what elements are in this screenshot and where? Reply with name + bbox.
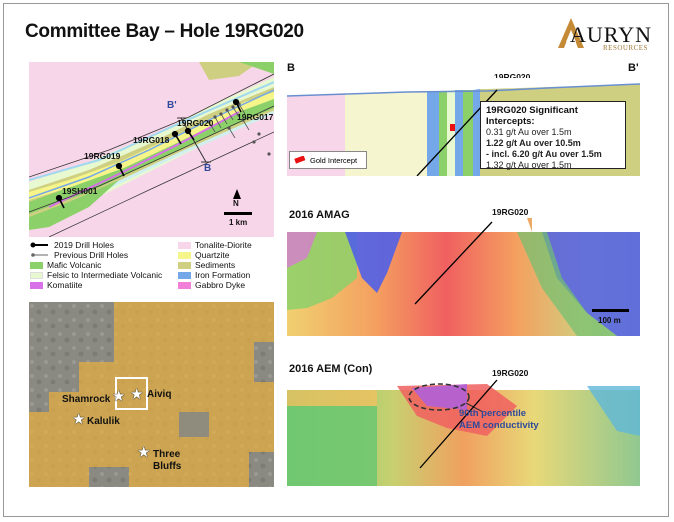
site-star-icon: ★ (137, 444, 151, 461)
legend-swatch (178, 281, 191, 289)
intercept-line: 1.22 g/t Au over 10.5m (486, 138, 581, 148)
aem-note-line2: AEM conductivity (459, 420, 539, 431)
amag-section: 100 m (287, 218, 640, 336)
map-legend: 2019 Drill Holes Previous Drill Holes Ma… (28, 240, 278, 300)
legend-label: Gabbro Dyke (195, 280, 246, 290)
hole-label-19sh001: 19SH001 (62, 186, 98, 196)
hole-label-19rg019: 19RG019 (84, 151, 121, 161)
site-label-three: Three (153, 449, 181, 460)
aem-drawing (287, 376, 640, 486)
legend-label: Sediments (195, 260, 236, 270)
aem-label: 2016 AEM (Con) (289, 363, 373, 375)
legend-item: Quartzite (178, 250, 230, 260)
previous-hole-icon (31, 253, 48, 257)
logo-word: AURYN (570, 22, 653, 47)
legend-item: Iron Formation (178, 270, 250, 280)
north-label: N (233, 199, 239, 208)
legend-item: Previous Drill Holes (30, 250, 128, 260)
legend-swatch (178, 251, 191, 259)
legend-item: Mafic Volcanic (30, 260, 101, 270)
legend-swatch (178, 271, 191, 279)
north-arrow-icon (233, 189, 241, 199)
gold-intercept-key: Gold Intercept (289, 151, 367, 169)
geology-map-drawing (29, 62, 274, 237)
intercept-line: 0.31 g/t Au over 1.5m (486, 127, 572, 137)
logo-mark-icon (558, 18, 584, 48)
legend-swatch (30, 271, 43, 279)
aem-section: 90th percentile AEM conductivity (287, 376, 640, 486)
amag-hole-label: 19RG020 (492, 207, 529, 217)
intercepts-heading: 19RG020 Significant Intercepts: (486, 105, 578, 127)
legend-swatch (30, 281, 43, 289)
legend-label: Komatiite (47, 280, 83, 290)
cross-section-hole-label: 19RG020 (494, 72, 531, 82)
slide-frame (3, 3, 669, 517)
gold-intercept-label: Gold Intercept (310, 155, 358, 165)
hole-label-19rg020: 19RG020 (177, 118, 214, 128)
intercept-line: 1.32 g/t Au over 1.5m (486, 160, 572, 170)
site-label-shamrock: Shamrock (62, 394, 111, 405)
site-label-bluffs: Bluffs (153, 461, 182, 472)
logo-subtext: RESOURCES (603, 44, 648, 52)
legend-item: Komatiite (30, 280, 82, 290)
section-end-b: B (287, 62, 295, 74)
legend-item: Sediments (178, 260, 235, 270)
site-star-icon: ★ (112, 388, 126, 405)
site-label-kalulik: Kalulik (87, 416, 120, 427)
site-label-aiviq: Aiviq (147, 389, 172, 400)
legend-swatch (178, 261, 191, 269)
legend-swatch (30, 261, 43, 269)
company-logo: AURYN RESOURCES (556, 12, 652, 54)
aem-note-line1: 90th percentile (459, 408, 527, 419)
map-scale-label: 1 km (229, 218, 248, 227)
gold-intercept-icon (294, 156, 306, 164)
legend-label: 2019 Drill Holes (54, 240, 114, 250)
intercepts-box: 19RG020 Significant Intercepts: 0.31 g/t… (480, 101, 626, 170)
site-star-icon: ★ (72, 411, 86, 428)
intercept-line: - incl. 6.20 g/t Au over 1.5m (486, 149, 602, 159)
section-end-b-prime: B' (628, 62, 639, 74)
location-map: ★ ★ ★ ★ Shamrock Aiviq Kalulik Three Blu… (29, 302, 274, 487)
location-map-drawing (29, 302, 274, 487)
legend-item: Tonalite-Diorite (178, 240, 252, 250)
legend-item: 2019 Drill Holes (30, 240, 114, 250)
geology-map: 19RG020 19RG018 19RG019 19SH001 19RG017 … (29, 62, 274, 237)
legend-label: Previous Drill Holes (54, 250, 129, 260)
legend-label: Tonalite-Diorite (195, 240, 252, 250)
legend-item: Gabbro Dyke (178, 280, 245, 290)
section-label-b-prime: B' (167, 100, 177, 111)
legend-swatch (178, 241, 191, 249)
aem-hole-label: 19RG020 (492, 368, 529, 378)
amag-drawing (287, 218, 640, 336)
amag-scale-label: 100 m (598, 316, 621, 325)
page-title: Committee Bay – Hole 19RG020 (25, 21, 304, 42)
hole-label-19rg018: 19RG018 (133, 135, 170, 145)
legend-label: Iron Formation (195, 270, 251, 280)
section-label-b: B (204, 163, 212, 174)
legend-label: Mafic Volcanic (47, 260, 102, 270)
legend-label: Quartzite (195, 250, 230, 260)
legend-item: Felsic to Intermediate Volcanic (30, 270, 162, 280)
site-star-icon: ★ (130, 386, 144, 403)
legend-label: Felsic to Intermediate Volcanic (47, 270, 163, 280)
current-hole-icon (30, 242, 48, 248)
hole-label-19rg017: 19RG017 (237, 112, 274, 122)
